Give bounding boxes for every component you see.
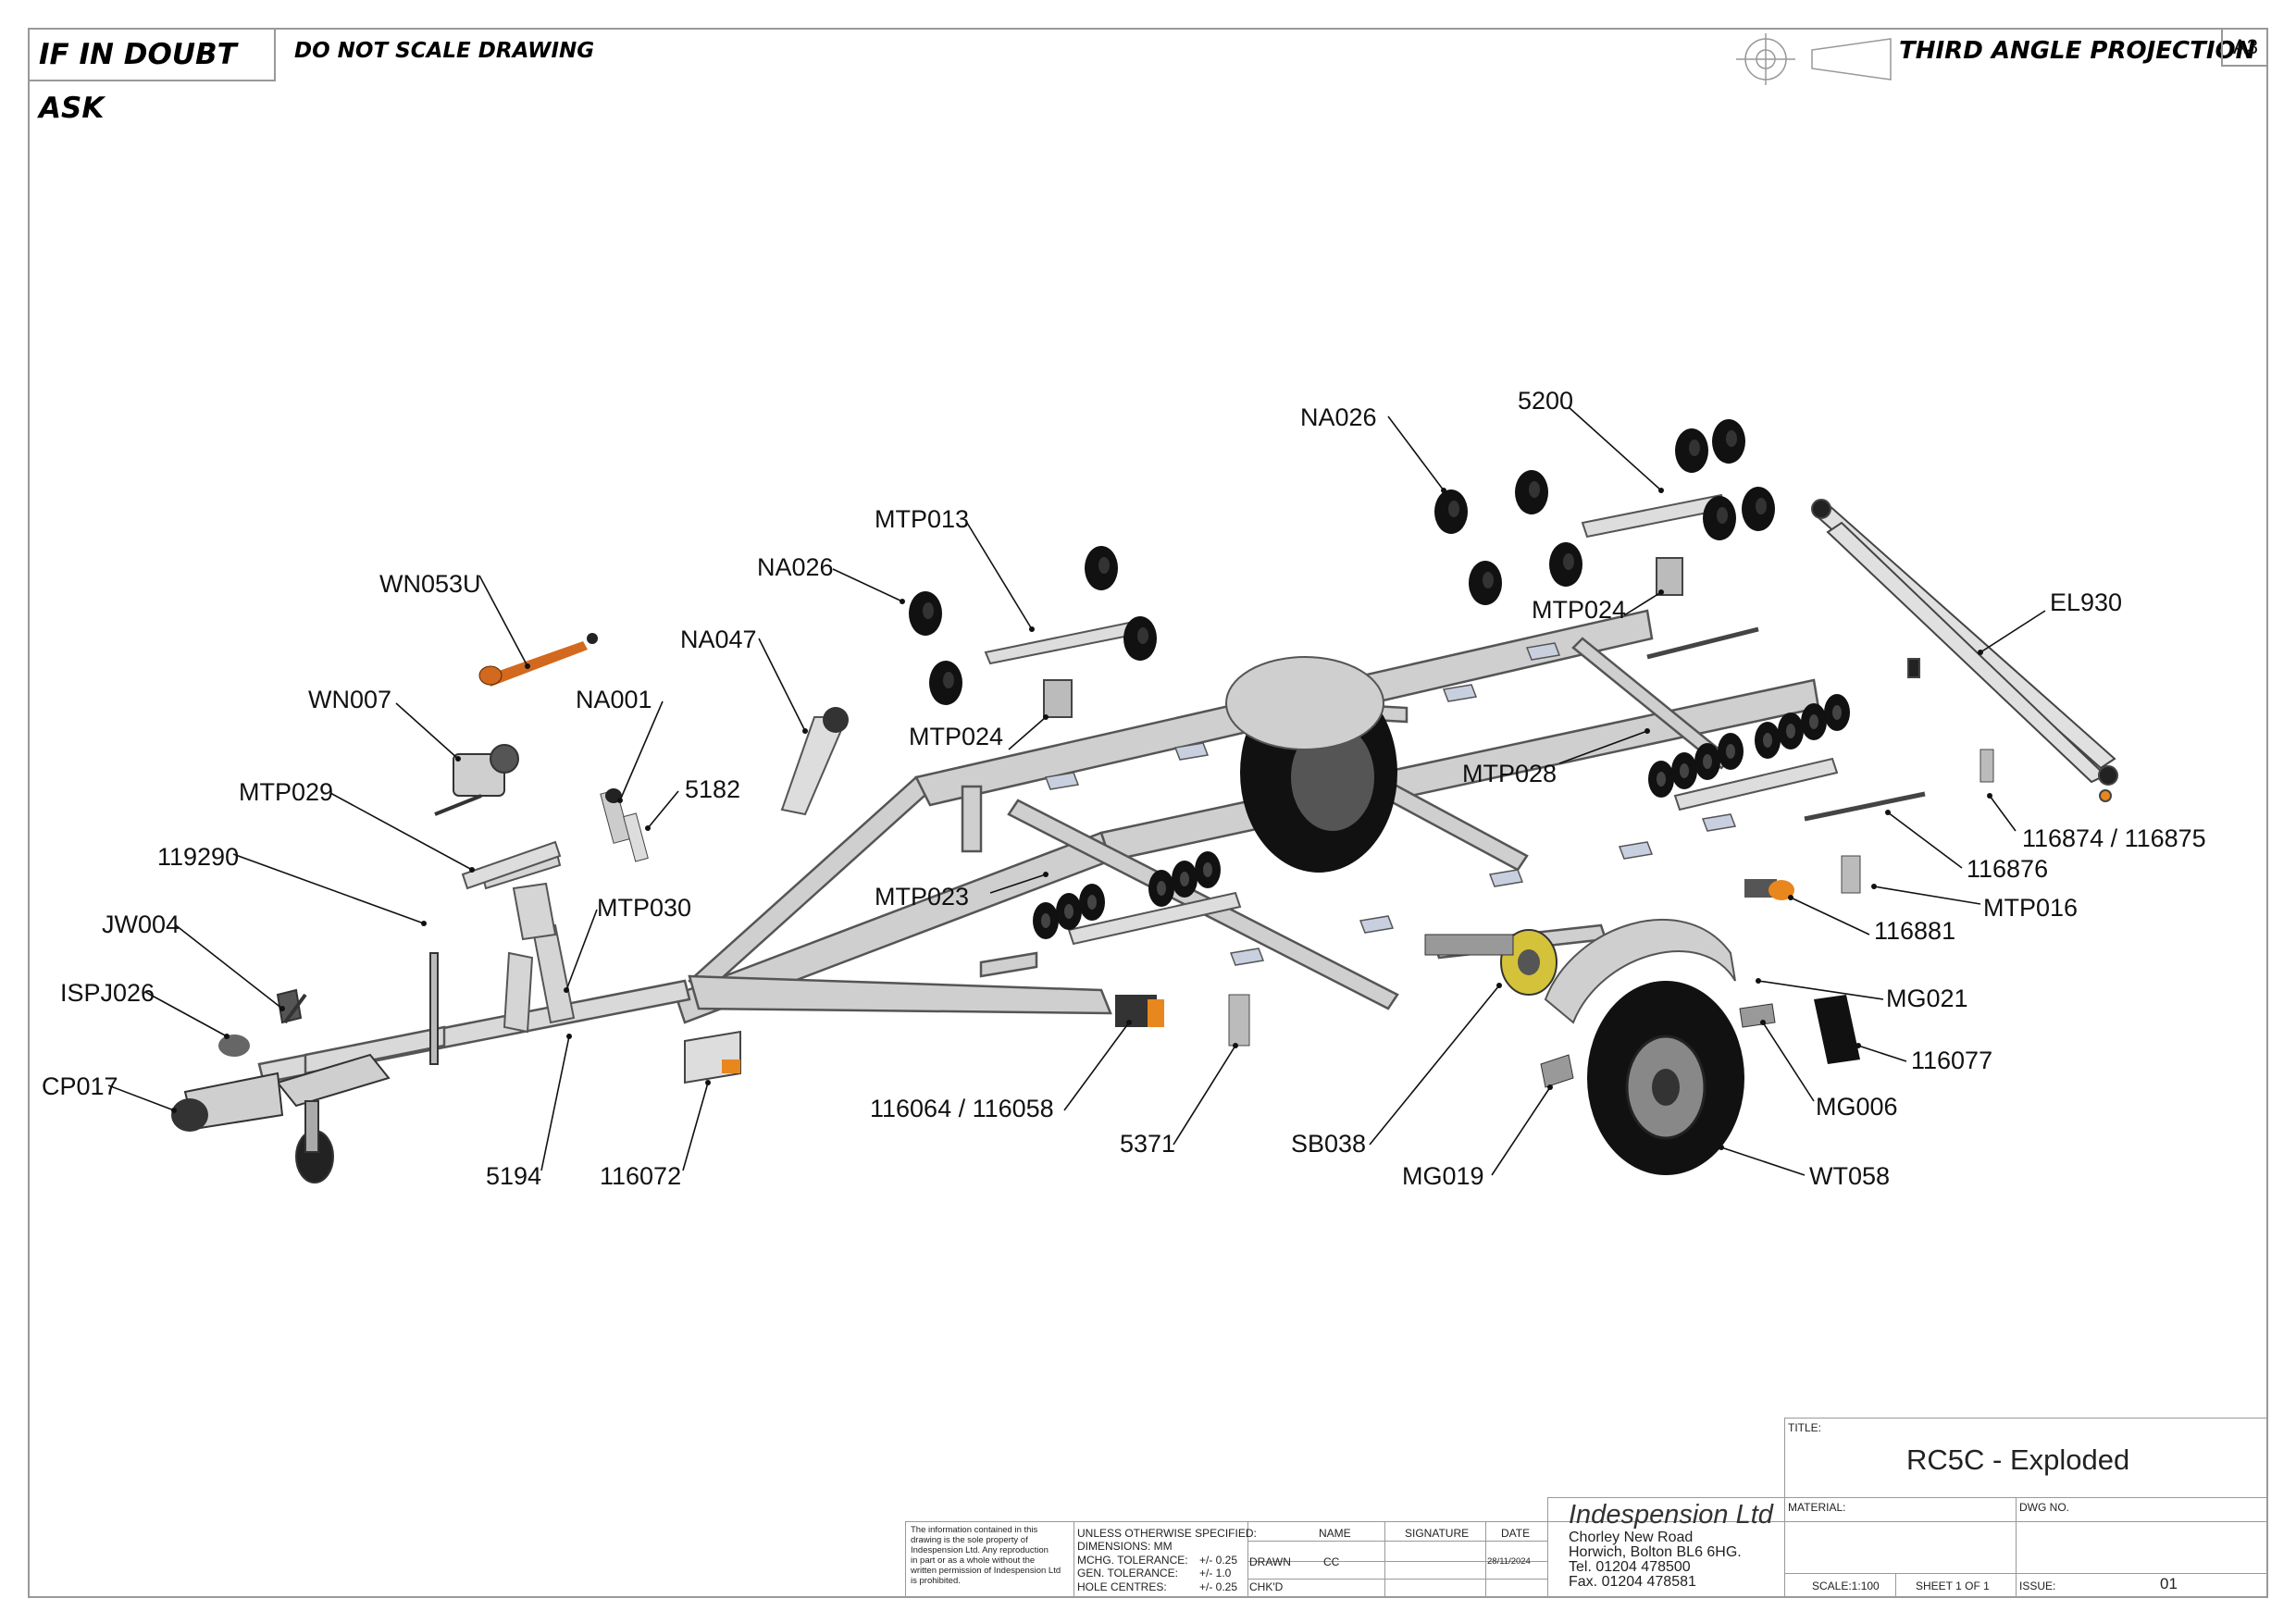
callout-mg021: MG021 [1886, 985, 1968, 1012]
wheel-wt058 [1587, 981, 1744, 1175]
callout-wn007: WN007 [308, 686, 391, 713]
unless-specified: UNLESS OTHERWISE SPECIFIED: [1077, 1527, 1257, 1540]
axle-hub-sb038 [1424, 929, 1558, 996]
gen-tolerance: GEN. TOLERANCE: [1077, 1567, 1178, 1580]
issue-label: ISSUE: [2019, 1580, 2056, 1592]
roller-group-mtp028 [1648, 694, 1850, 812]
hole-centres-value: +/- 0.25 [1199, 1580, 1238, 1593]
callout-mg019: MG019 [1402, 1162, 1484, 1190]
winch-wn007 [434, 744, 519, 816]
sheet-size-label: A3 [2221, 28, 2268, 67]
chkd-label: CHK'D [1249, 1580, 1284, 1593]
callout-5200: 5200 [1518, 387, 1573, 415]
roller-group-mtp023 [1033, 851, 1242, 946]
mchg-tolerance: MCHG. TOLERANCE: [1077, 1554, 1188, 1567]
scale-label: SCALE:1:100 [1812, 1580, 1880, 1592]
dwg-no-label: DWG NO. [2019, 1501, 2069, 1514]
do-not-scale-label: DO NOT SCALE DRAWING [294, 39, 595, 63]
issue-value: 01 [2160, 1575, 2178, 1592]
callout-mg006: MG006 [1816, 1093, 1898, 1121]
callout-mtp024-right: MTP024 [1532, 596, 1626, 624]
projection-symbol-icon [1736, 33, 1892, 85]
company-name: Indespension Ltd [1569, 1500, 1773, 1530]
callout-116881: 116881 [1874, 917, 1955, 945]
col-signature: SIGNATURE [1405, 1527, 1470, 1540]
callout-116072: 116072 [600, 1162, 681, 1190]
callout-wn053u: WN053U [379, 570, 481, 598]
gen-tolerance-value: +/- 1.0 [1199, 1567, 1232, 1580]
callout-mtp016: MTP016 [1983, 894, 2078, 922]
callout-na001: NA001 [576, 686, 652, 713]
dimensions-mm: DIMENSIONS: MM [1077, 1540, 1173, 1553]
callout-116876: 116876 [1967, 855, 2048, 883]
callout-ispj026: ISPJ026 [60, 979, 155, 1007]
callout-5182: 5182 [685, 775, 740, 803]
callout-mtp024-left: MTP024 [909, 723, 1003, 750]
drawn-label: DRAWN [1249, 1555, 1291, 1568]
material-label: MATERIAL: [1788, 1501, 1846, 1514]
callout-cp017: CP017 [42, 1072, 118, 1100]
mudguard-mg021 [1544, 919, 1736, 1024]
coupling-cp017 [171, 1098, 208, 1132]
light-board-el930 [1811, 499, 2118, 802]
callout-na047: NA047 [680, 626, 757, 653]
drawn-date: 28/11/2024 [1487, 1556, 1531, 1567]
callout-116064-116058: 116064 / 116058 [870, 1095, 1054, 1122]
hole-centres: HOLE CENTRES: [1077, 1580, 1167, 1593]
callout-mtp028: MTP028 [1462, 760, 1557, 787]
roller-bar-mtp013 [909, 546, 1157, 705]
drawing-border [28, 28, 2268, 1598]
callout-119290: 119290 [157, 843, 239, 871]
col-date: DATE [1501, 1527, 1531, 1540]
callout-mtp029: MTP029 [239, 778, 333, 806]
callout-wt058: WT058 [1809, 1162, 1890, 1190]
mchg-tolerance-value: +/- 0.25 [1199, 1554, 1238, 1567]
drawing-title: RC5C - Exploded [1906, 1443, 2130, 1476]
company-address: Chorley New Road Horwich, Bolton BL6 6HG… [1569, 1530, 1742, 1590]
if-in-doubt-label: IF IN DOUBT ASK [28, 28, 276, 125]
callout-116077: 116077 [1911, 1047, 1992, 1074]
callout-5194: 5194 [486, 1162, 541, 1190]
callout-sb038: SB038 [1291, 1130, 1366, 1158]
disclaimer-text: The information contained in this drawin… [911, 1525, 1061, 1586]
callout-mtp030: MTP030 [597, 894, 691, 922]
callout-na026-left: NA026 [757, 553, 834, 581]
callout-5371: 5371 [1120, 1130, 1175, 1158]
title-label: TITLE: [1788, 1421, 1822, 1434]
callout-116874-116875: 116874 / 116875 [2022, 824, 2206, 852]
callout-jw004: JW004 [102, 911, 180, 938]
projection-label: THIRD ANGLE PROJECTION [1899, 37, 2256, 65]
sheet-label: SHEET 1 OF 1 [1916, 1580, 1990, 1592]
drawn-name: CC [1323, 1555, 1340, 1568]
col-name: NAME [1319, 1527, 1351, 1540]
winch-strap-wn053u [478, 633, 598, 687]
leader-lines [107, 406, 2046, 1176]
callout-na026-top: NA026 [1300, 403, 1377, 431]
wheel-top [1225, 656, 1397, 873]
leader-arrows [171, 488, 1992, 1150]
callout-mtp013: MTP013 [875, 505, 969, 533]
callout-el930: EL930 [2050, 588, 2122, 616]
callout-mtp023: MTP023 [875, 883, 969, 911]
